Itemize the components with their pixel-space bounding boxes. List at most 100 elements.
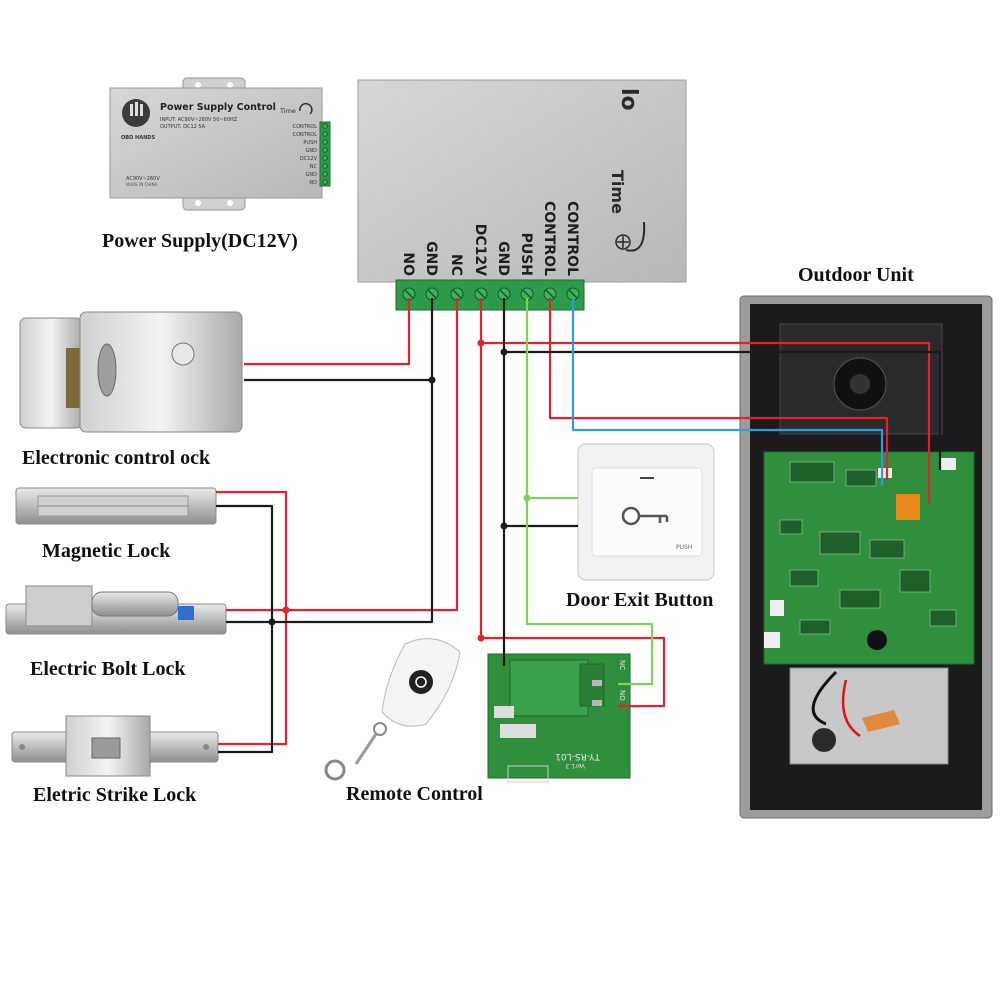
wire-nc-mag-strike: [216, 490, 288, 746]
label-electronic-lock: Electronic control ock: [22, 447, 211, 469]
outdoor-unit: [739, 295, 993, 819]
wire-control-red: [548, 298, 889, 480]
psu-unit-input: INPUT: AC90V~260V 50~60HZ: [160, 117, 238, 123]
psu-terminal-screw: [322, 163, 328, 169]
psu-unit-title: Power Supply Control: [160, 102, 276, 113]
power-supply-unit: Power Supply Control INPUT: AC90V~260V 5…: [109, 77, 331, 211]
wire-dc12v-relay: [479, 298, 666, 708]
terminal-screw-slot: [545, 289, 555, 299]
psu-terminal-screw: [322, 171, 328, 177]
pcb-chip: [789, 461, 835, 483]
key-ring-icon: [373, 722, 387, 736]
label-strike-lock: Eletric Strike Lock: [33, 784, 197, 806]
knob-icon: [299, 102, 313, 115]
label-exit-button: Door Exit Button: [566, 589, 714, 611]
terminal-screw-slot: [404, 289, 414, 299]
wire-no-elock: [244, 298, 411, 366]
psu-unit-rating: AC90V~260V: [126, 176, 160, 182]
relay-version: Ver1.3: [565, 762, 585, 769]
pcb-chip: [929, 609, 957, 627]
wire-push-relay: [525, 498, 654, 686]
wire-nc-bolt: [226, 298, 459, 612]
buzzer-icon: [867, 630, 887, 650]
psu-terminal-label: GND: [306, 172, 318, 178]
wire-push-exit: [525, 298, 578, 500]
pcb-chip: [799, 619, 831, 635]
wire-gnd-bolt: [226, 380, 434, 624]
pcb-chip: [839, 589, 881, 609]
label-bolt-lock: Electric Bolt Lock: [30, 658, 186, 680]
label-power-supply: Power Supply(DC12V): [102, 230, 298, 252]
pcb-chip: [819, 531, 861, 555]
psu-terminal-screw: [322, 123, 328, 129]
door-exit-button[interactable]: PUSH: [577, 443, 715, 581]
wire-control-blue: [571, 298, 884, 486]
psu-terminal-screw: [322, 147, 328, 153]
terminal-label: GND: [423, 241, 439, 276]
psu-unit-time-label: Time: [279, 107, 296, 115]
controller-time-label: Time: [608, 170, 627, 214]
terminal-label: CONTROL: [564, 201, 580, 276]
psu-terminal-label: DC12V: [300, 156, 318, 162]
psu-side-terminals: CONTROL CONTROL PUSH GND DC12V NC GND NO: [293, 121, 331, 187]
psu-terminal-screw: [322, 139, 328, 145]
terminal-screw-slot: [499, 289, 509, 299]
terminal-screw-slot: [452, 289, 462, 299]
psu-terminal-screw: [322, 131, 328, 137]
terminal-label: CONTROL: [541, 201, 557, 276]
electronic-control-lock: [19, 311, 243, 433]
remote-key-fob[interactable]: [324, 638, 461, 781]
relay-pin-no: NO: [618, 690, 626, 701]
wire-dc12v-outdoor: [481, 341, 931, 503]
psu-unit-made-in: MADE IN CHINA: [126, 182, 157, 187]
pcb-chip: [789, 569, 819, 587]
electric-strike-lock: [11, 715, 219, 777]
terminal-screw-slot: [476, 289, 486, 299]
psu-terminal-label: GND: [306, 148, 318, 154]
pcb-chip: [869, 539, 905, 559]
pcb-chip: [899, 569, 931, 593]
psu-terminal-label: CONTROL: [293, 132, 318, 138]
psu-terminal-label: CONTROL: [293, 124, 318, 130]
psu-terminal-strip: [319, 121, 331, 187]
psu-terminal-label: NO: [309, 180, 317, 186]
terminal-label: GND: [495, 241, 511, 276]
remote-power-button-icon[interactable]: [409, 670, 433, 694]
psu-unit-output: OUTPUT: DC12 5A: [160, 124, 206, 130]
terminal-screw-slot: [568, 289, 578, 299]
psu-terminal-screw: [322, 155, 328, 161]
time-adjust-cross-icon: [617, 236, 629, 248]
main-pcb: [763, 451, 975, 665]
terminal-label: DC12V: [472, 224, 488, 276]
lock-cylinder-icon: [171, 342, 195, 366]
controller-title-fragment: lo: [616, 88, 641, 111]
exit-button-push-text: PUSH: [676, 544, 692, 551]
terminal-screw-slot: [427, 289, 437, 299]
terminal-screw-slot: [522, 289, 532, 299]
relay-pin-nc: NC: [618, 660, 626, 670]
psu-terminal-screw: [322, 179, 328, 185]
label-remote-control: Remote Control: [346, 783, 483, 805]
psu-unit-brand: OBO HANDS: [121, 135, 155, 141]
electric-bolt-lock: [5, 585, 227, 635]
pcb-chip: [779, 519, 803, 535]
relay-model: TY-RS-L01: [555, 751, 601, 761]
psu-terminal-label: NC: [310, 164, 318, 170]
time-adjust-arrow-icon: [625, 221, 646, 252]
controller-box: lo Time NO GND NC DC12V GND PUSH CONTROL CONTRO…: [357, 79, 687, 311]
terminal-label: NC: [448, 254, 464, 276]
terminal-label: NO: [400, 252, 416, 276]
wiring: [216, 298, 942, 754]
label-outdoor-unit: Outdoor Unit: [798, 264, 914, 286]
psu-terminal-label: PUSH: [303, 140, 317, 146]
wire-gnd-mag-strike: [216, 504, 274, 754]
magnetic-lock: [15, 487, 217, 525]
label-magnetic-lock: Magnetic Lock: [42, 540, 171, 562]
terminal-label: PUSH: [518, 233, 534, 276]
relay-receiver-board: TY-RS-L01 Ver1.3 NC NO: [487, 653, 631, 783]
time-adjust-icon: [615, 234, 631, 250]
pcb-chips: [779, 461, 957, 635]
controller-terminal-labels: NO GND NC DC12V GND PUSH CONTROL CONTROL: [400, 201, 580, 276]
